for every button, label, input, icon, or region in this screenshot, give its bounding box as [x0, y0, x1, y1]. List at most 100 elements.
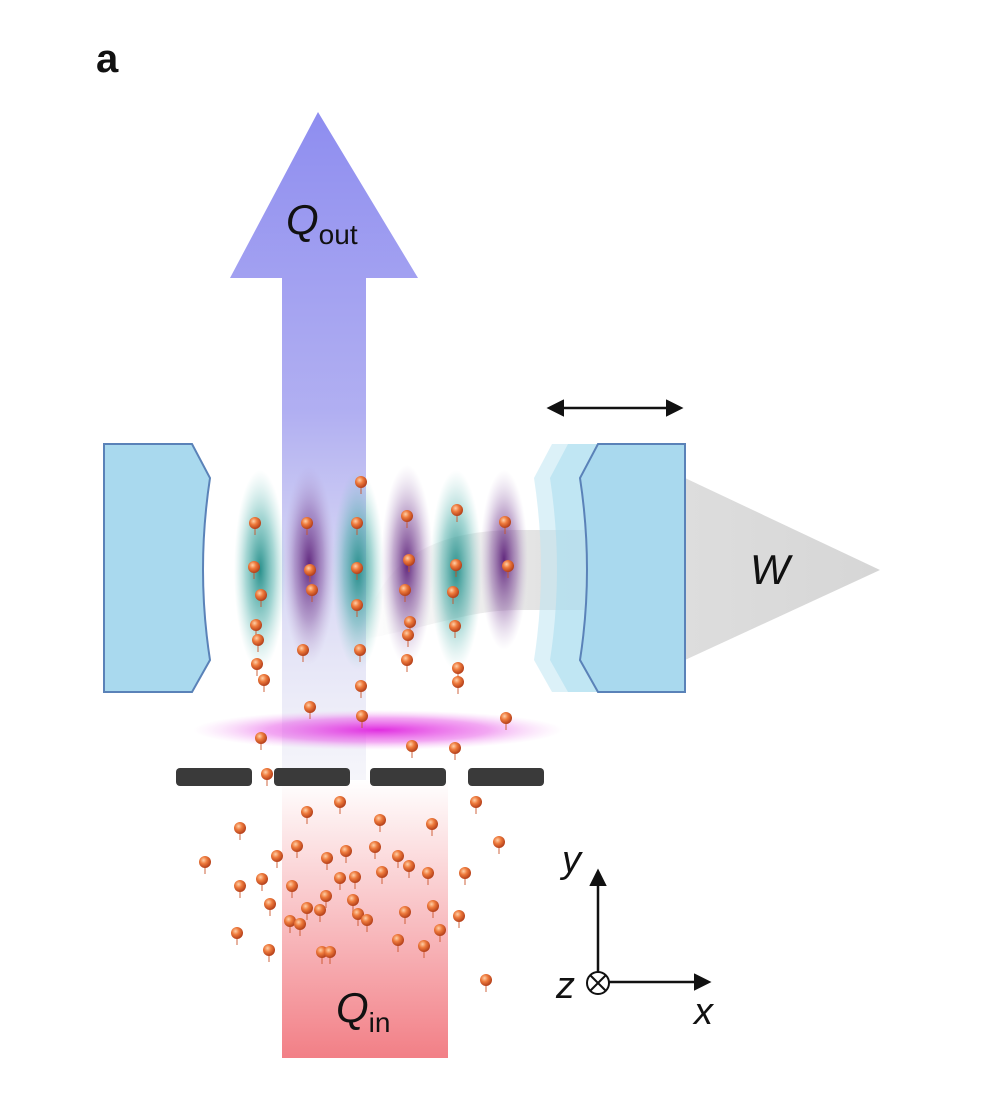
atom	[422, 867, 434, 879]
aperture-segment	[468, 768, 544, 786]
atom	[304, 564, 316, 576]
atom	[404, 616, 416, 628]
atom	[314, 904, 326, 916]
coordinate-axes: y x z	[555, 839, 715, 1033]
cold-beam-arrow	[230, 112, 418, 780]
atom	[453, 910, 465, 922]
y-axis-label: y	[559, 839, 583, 881]
atom	[434, 924, 446, 936]
atom	[261, 768, 273, 780]
atom	[320, 890, 332, 902]
atom	[361, 914, 373, 926]
atom	[334, 872, 346, 884]
atom	[403, 554, 415, 566]
atom	[234, 822, 246, 834]
atom	[452, 662, 464, 674]
standing-wave-antinodes	[234, 465, 528, 670]
atom	[231, 927, 243, 939]
atom	[256, 873, 268, 885]
atom	[352, 908, 364, 920]
aperture-segment	[274, 768, 350, 786]
atom	[301, 902, 313, 914]
q-in-subscript: in	[369, 1007, 391, 1038]
left-mirror	[103, 443, 212, 693]
aperture-segment	[176, 768, 252, 786]
atom	[324, 946, 336, 958]
atom	[301, 517, 313, 529]
atom	[451, 504, 463, 516]
atom	[355, 680, 367, 692]
x-axis-label: x	[692, 991, 715, 1033]
atom	[349, 871, 361, 883]
q-in-symbol: Q	[336, 984, 369, 1031]
work-label: W	[750, 546, 793, 593]
q-in-label: Qin	[336, 984, 390, 1038]
atom	[255, 589, 267, 601]
atom	[449, 620, 461, 632]
atom	[369, 841, 381, 853]
atom	[401, 654, 413, 666]
atom	[291, 840, 303, 852]
atom	[399, 906, 411, 918]
atom	[234, 880, 246, 892]
z-axis-label: z	[555, 965, 575, 1007]
atom	[426, 818, 438, 830]
atom	[248, 561, 260, 573]
atom	[284, 915, 296, 927]
atom	[334, 796, 346, 808]
atom	[493, 836, 505, 848]
atom	[263, 944, 275, 956]
atom	[250, 619, 262, 631]
atom	[356, 710, 368, 722]
atom	[480, 974, 492, 986]
atom	[264, 898, 276, 910]
atom	[459, 867, 471, 879]
pump-beam	[193, 710, 563, 750]
atom	[351, 517, 363, 529]
atom	[499, 516, 511, 528]
atom	[452, 676, 464, 688]
atom	[294, 918, 306, 930]
atom	[354, 644, 366, 656]
antinode-purple	[480, 470, 528, 650]
atom	[470, 796, 482, 808]
atom	[251, 658, 263, 670]
atom	[355, 476, 367, 488]
atom	[502, 560, 514, 572]
aperture-plate	[176, 768, 544, 786]
atom	[199, 856, 211, 868]
atom	[351, 599, 363, 611]
atom	[271, 850, 283, 862]
atom	[286, 880, 298, 892]
atom	[351, 562, 363, 574]
atom	[347, 894, 359, 906]
atom	[255, 732, 267, 744]
atom	[402, 629, 414, 641]
atom	[401, 510, 413, 522]
q-out-label: Qout	[286, 196, 358, 250]
atom	[258, 674, 270, 686]
atom	[340, 845, 352, 857]
atom	[449, 742, 461, 754]
atom	[392, 850, 404, 862]
atom	[447, 586, 459, 598]
panel-label: a	[96, 37, 119, 81]
atom	[403, 860, 415, 872]
q-out-subscript: out	[319, 219, 358, 250]
right-mirror	[578, 443, 686, 693]
atom	[376, 866, 388, 878]
atom	[450, 559, 462, 571]
atom	[399, 584, 411, 596]
atom	[418, 940, 430, 952]
atom	[321, 852, 333, 864]
atom	[304, 701, 316, 713]
atom	[406, 740, 418, 752]
z-axis-cross	[589, 974, 607, 992]
q-out-symbol: Q	[286, 196, 319, 243]
atom	[374, 814, 386, 826]
atom-cloud	[199, 476, 514, 992]
aperture-segment	[370, 768, 446, 786]
atom	[500, 712, 512, 724]
atom	[306, 584, 318, 596]
